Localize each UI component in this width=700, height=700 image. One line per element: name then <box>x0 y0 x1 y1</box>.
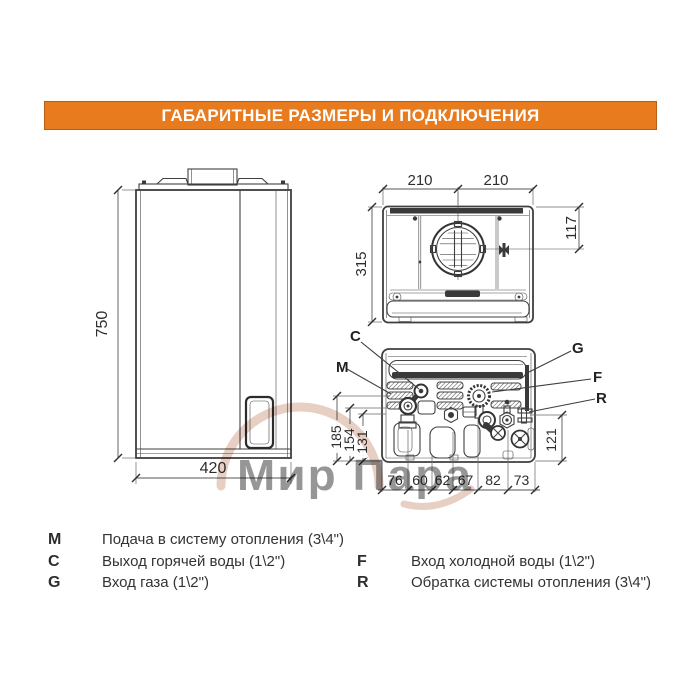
dim-750: 750 <box>94 311 111 338</box>
top-width-dimensions: 210 210 <box>378 172 538 205</box>
dim-82: 82 <box>485 472 501 488</box>
dim-210-right: 210 <box>483 172 508 189</box>
dim-60: 60 <box>412 472 428 488</box>
legend-row-r: R Обратка системы отопления (3\4") <box>357 574 651 592</box>
bottom-view: C G M F R <box>328 328 607 495</box>
legend-key-g: G <box>48 574 61 591</box>
bottom-spacing-dimensions: 76 60 62 67 82 73 <box>377 472 540 495</box>
front-height-dimension: 750 <box>94 185 135 463</box>
front-view: 750 420 <box>94 168 296 484</box>
legend-key-c: C <box>48 553 60 570</box>
dim-121: 121 <box>543 428 559 452</box>
legend-row-c: C Выход горячей воды (1\2") <box>48 553 285 571</box>
top-view: 210 210 315 117 <box>353 172 584 327</box>
legend-key-m: M <box>48 531 62 548</box>
bottom-right-dimension: 121 <box>530 410 567 466</box>
legend-row-g: G Вход газа (1\2") <box>48 574 209 592</box>
dim-210-left: 210 <box>407 172 432 189</box>
legend-desc-m: Подача в систему отопления (3\4") <box>102 531 344 548</box>
label-m: M <box>336 359 349 376</box>
label-f: F <box>593 369 602 386</box>
dim-76: 76 <box>387 472 403 488</box>
label-g: G <box>572 340 584 357</box>
dim-62: 62 <box>435 472 451 488</box>
top-valve <box>499 243 509 257</box>
dim-117: 117 <box>563 216 580 240</box>
hydraulic-components <box>393 383 535 461</box>
flue-opening <box>429 220 487 278</box>
dim-131: 131 <box>354 430 370 454</box>
legend-row-f: F Вход холодной воды (1\2") <box>357 553 595 571</box>
top-depth-dimension: 315 <box>353 202 382 327</box>
dim-420: 420 <box>200 460 227 477</box>
label-r: R <box>596 390 607 407</box>
top-flue-offset-dimension: 117 <box>536 202 584 254</box>
title-banner: ГАБАРИТНЫЕ РАЗМЕРЫ И ПОДКЛЮЧЕНИЯ <box>44 101 657 130</box>
bottom-left-dimensions: 185 154 131 <box>328 391 390 466</box>
dim-315: 315 <box>353 251 370 276</box>
page-title: ГАБАРИТНЫЕ РАЗМЕРЫ И ПОДКЛЮЧЕНИЯ <box>161 105 540 125</box>
label-c: C <box>350 328 361 345</box>
legend-desc-r: Обратка системы отопления (3\4") <box>411 574 651 591</box>
display-window <box>244 395 275 450</box>
legend-desc-c: Выход горячей воды (1\2") <box>102 553 286 570</box>
front-width-dimension: 420 <box>131 460 296 484</box>
dim-73: 73 <box>514 472 530 488</box>
dim-67: 67 <box>458 472 474 488</box>
connection-labels: C G M F R <box>336 328 607 413</box>
legend-key-r: R <box>357 574 369 591</box>
legend-row-m: M Подача в систему отопления (3\4") <box>48 531 344 549</box>
legend-desc-f: Вход холодной воды (1\2") <box>411 553 595 570</box>
legend-key-f: F <box>357 553 367 570</box>
legend-desc-g: Вход газа (1\2") <box>102 574 209 591</box>
